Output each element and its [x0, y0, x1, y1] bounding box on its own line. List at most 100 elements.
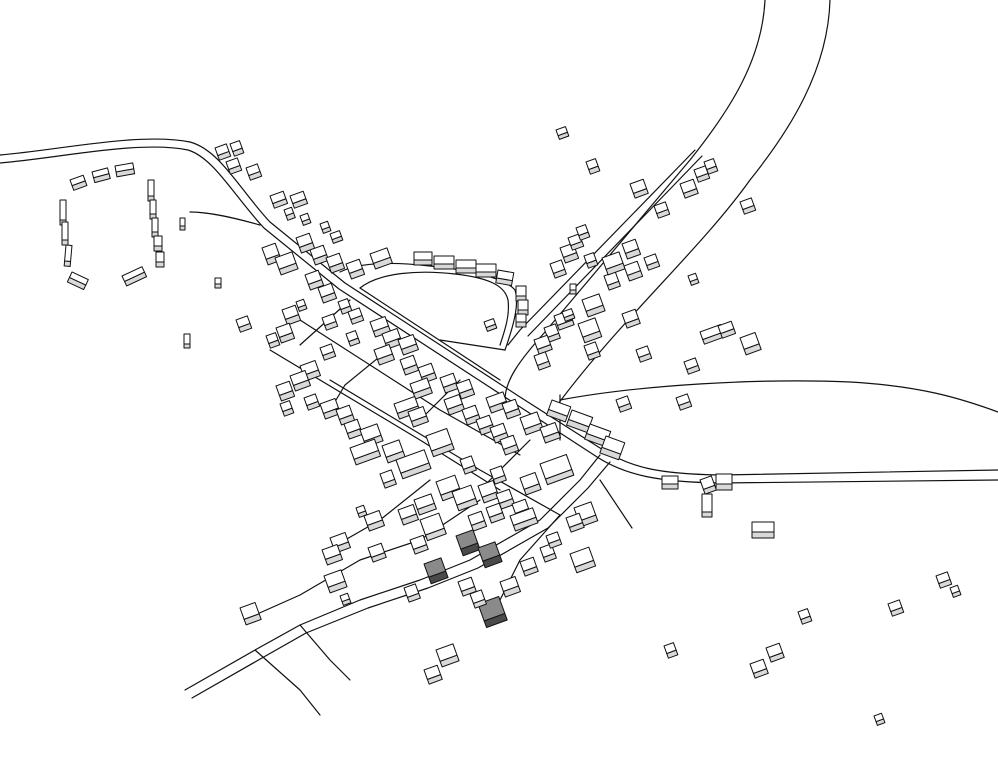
building — [739, 197, 757, 215]
building — [153, 235, 163, 252]
building-wall — [61, 239, 69, 246]
building-roof — [661, 475, 679, 485]
building-roof — [699, 475, 716, 490]
building — [147, 179, 155, 202]
building — [949, 584, 962, 598]
building — [329, 230, 344, 244]
building-roof — [153, 235, 163, 247]
building — [381, 439, 406, 464]
building — [304, 269, 325, 291]
building-wall — [455, 267, 477, 274]
building-wall — [715, 483, 733, 491]
building-roof — [381, 439, 404, 458]
building-roof — [543, 323, 560, 338]
building — [629, 178, 649, 199]
building — [407, 406, 430, 428]
road-west-highway — [0, 138, 998, 476]
building — [343, 418, 364, 440]
building — [281, 304, 302, 326]
building-roof — [151, 217, 159, 233]
building — [179, 217, 186, 231]
building-roof — [225, 157, 241, 171]
building-roof — [335, 404, 354, 420]
building-roof — [485, 502, 504, 518]
building — [261, 242, 282, 266]
building-roof — [355, 504, 367, 515]
building — [467, 510, 488, 532]
building-roof — [459, 455, 476, 470]
building-roof — [797, 608, 811, 621]
building — [269, 190, 289, 209]
building-roof — [373, 344, 393, 360]
building-roof — [325, 252, 344, 268]
building — [489, 465, 507, 485]
building-roof — [675, 393, 691, 407]
building-roof — [548, 399, 572, 417]
building-roof — [511, 498, 530, 514]
building — [675, 393, 693, 411]
building-roof — [269, 190, 287, 205]
building — [319, 398, 342, 420]
building-roof — [469, 589, 486, 604]
building-roof — [149, 199, 157, 215]
building-roof — [121, 266, 145, 282]
building — [419, 512, 447, 542]
building-roof — [423, 557, 447, 578]
building-roof — [475, 263, 497, 273]
building — [151, 217, 159, 238]
building-roof — [703, 158, 717, 171]
building-roof — [701, 493, 713, 513]
building-wall — [751, 531, 775, 539]
building — [345, 258, 366, 280]
building — [245, 163, 263, 181]
building-roof — [319, 220, 331, 231]
building-roof — [329, 230, 342, 241]
building-roof — [539, 453, 573, 480]
building-roof — [319, 398, 339, 414]
building-roof — [887, 599, 903, 613]
building-roof — [369, 247, 391, 264]
road-park-cross — [439, 339, 506, 351]
building — [569, 546, 597, 574]
building-roof — [61, 221, 69, 241]
building — [369, 316, 392, 338]
building — [701, 493, 713, 518]
building — [239, 602, 262, 626]
building-roof — [585, 158, 599, 171]
building-roof — [299, 212, 311, 223]
building-roof — [337, 298, 351, 311]
building-roof — [643, 253, 659, 267]
building-roof — [433, 255, 455, 265]
building-roof — [214, 143, 230, 157]
road-east — [559, 380, 998, 413]
building — [483, 318, 498, 332]
building — [349, 438, 382, 466]
building-roof — [679, 178, 698, 194]
building-roof — [499, 434, 518, 450]
building-roof — [495, 488, 514, 504]
building — [679, 178, 699, 199]
building — [539, 422, 562, 444]
building-roof — [347, 307, 363, 321]
building-roof — [395, 449, 430, 474]
building-roof — [345, 258, 364, 274]
building-roof — [261, 242, 280, 260]
road-network — [0, 0, 998, 716]
building-roof — [114, 162, 135, 173]
building — [363, 510, 386, 532]
building — [615, 395, 633, 413]
building-roof — [275, 322, 294, 338]
building-roof — [403, 583, 420, 598]
building — [403, 583, 421, 603]
building-roof — [561, 308, 574, 319]
building-roof — [281, 304, 300, 320]
building — [545, 531, 563, 549]
building — [475, 263, 497, 278]
building-roof — [339, 592, 351, 603]
building-roof — [489, 422, 508, 438]
building — [623, 260, 644, 282]
road-northeast-valley-edge — [554, 0, 831, 409]
building — [319, 220, 332, 234]
building — [121, 266, 148, 287]
